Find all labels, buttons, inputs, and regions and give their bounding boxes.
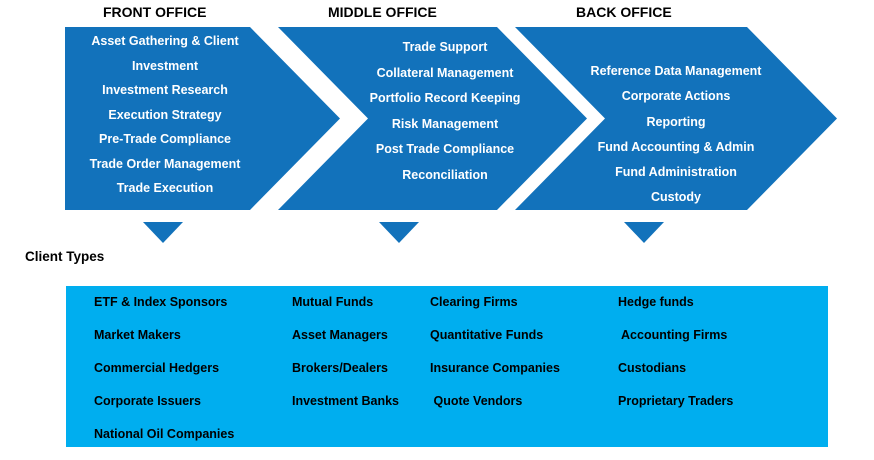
- client-type-item: Quantitative Funds: [430, 328, 544, 342]
- client-types-column-2: Mutual Funds Asset Managers Brokers/Deal…: [292, 286, 430, 451]
- middle-office-header: MIDDLE OFFICE: [328, 4, 437, 20]
- client-type-item: Investment Banks: [292, 394, 399, 408]
- client-type-item: Quote Vendors: [430, 394, 523, 408]
- back-office-function-list: Reference Data Management Corporate Acti…: [571, 59, 781, 211]
- client-types-column-3: Clearing Firms Quantitative Funds Insura…: [430, 286, 618, 451]
- front-office-function: Pre-Trade Compliance: [99, 132, 231, 146]
- front-office-function: Investment Research: [102, 83, 228, 97]
- client-type-item: Mutual Funds: [292, 295, 374, 309]
- back-office-function: Custody: [651, 190, 701, 205]
- back-office-function: Reporting: [646, 114, 706, 129]
- middle-office-chevron-shape: [278, 27, 587, 210]
- middle-office-down-arrow-icon: [379, 222, 419, 243]
- client-type-item: Commercial Hedgers: [94, 361, 220, 375]
- front-office-function: Trade Execution: [116, 181, 214, 195]
- client-type-item: Proprietary Traders: [618, 394, 734, 408]
- client-type-item: National Oil Companies: [94, 427, 235, 441]
- front-office-function: Execution Strategy: [108, 107, 222, 122]
- client-types-heading: Client Types: [25, 249, 105, 264]
- back-office-function: Fund Accounting & Admin: [597, 139, 755, 154]
- client-type-item: Custodians: [618, 361, 687, 375]
- back-office-function: Fund Administration: [615, 165, 737, 180]
- back-office-chevron-shape: [515, 27, 837, 210]
- client-type-item: Corporate Issuers: [94, 394, 201, 408]
- middle-office-function: Risk Management: [391, 116, 499, 131]
- middle-office-function: Collateral Management: [376, 65, 514, 80]
- front-office-down-arrow-icon: [143, 222, 183, 243]
- client-type-item: Asset Managers: [292, 328, 388, 342]
- back-office-header: BACK OFFICE: [576, 4, 672, 20]
- client-type-item: Market Makers: [94, 328, 181, 342]
- front-office-chevron-shape: [65, 27, 340, 210]
- middle-office-function: Post Trade Compliance: [375, 142, 515, 156]
- middle-office-function-list: Trade Support Collateral Management Port…: [340, 35, 550, 188]
- front-office-header: FRONT OFFICE: [103, 4, 207, 20]
- client-types-column-4: Hedge funds Accounting Firms Custodians …: [618, 286, 828, 451]
- middle-office-function: Reconciliation: [402, 167, 488, 182]
- client-type-item: ETF & Index Sponsors: [94, 295, 228, 309]
- client-type-item: Clearing Firms: [430, 295, 518, 309]
- back-office-function: Reference Data Management: [590, 64, 762, 78]
- client-type-item: Accounting Firms: [618, 328, 728, 342]
- middle-office-function: Portfolio Record Keeping: [369, 91, 521, 105]
- front-office-function: Asset Gathering & Client: [91, 34, 239, 48]
- front-office-function-list: Asset Gathering & Client Investment Inve…: [60, 29, 270, 201]
- middle-office-function: Trade Support: [402, 40, 488, 54]
- client-type-item: Insurance Companies: [430, 361, 560, 375]
- client-types-panel: ETF & Index Sponsors Market Makers Comme…: [66, 286, 828, 447]
- back-office-down-arrow-icon: [624, 222, 664, 243]
- client-types-column-1: ETF & Index Sponsors Market Makers Comme…: [94, 286, 292, 451]
- front-office-function: Trade Order Management: [89, 156, 241, 171]
- client-type-item: Hedge funds: [618, 295, 694, 309]
- back-office-function: Corporate Actions: [621, 89, 731, 104]
- front-office-function: Investment: [132, 58, 198, 73]
- client-type-item: Brokers/Dealers: [292, 361, 388, 375]
